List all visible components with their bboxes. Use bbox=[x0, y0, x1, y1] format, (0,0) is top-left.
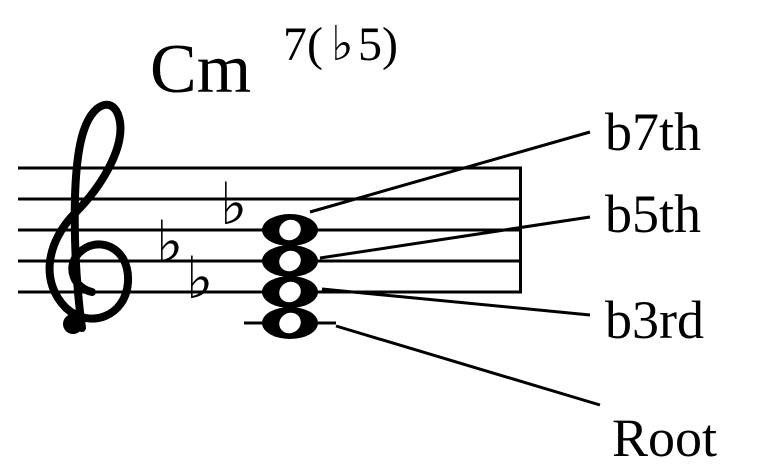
label-b3rd: b3rd bbox=[605, 290, 704, 350]
treble-clef-icon bbox=[45, 100, 133, 334]
chord-notes bbox=[262, 214, 318, 339]
leader-lines bbox=[309, 130, 601, 407]
label-root: Root bbox=[612, 408, 717, 468]
note-b3rd bbox=[262, 276, 318, 308]
note-b7th bbox=[262, 214, 318, 246]
chord-root-text: Cm bbox=[150, 31, 251, 108]
leader-root bbox=[335, 324, 601, 407]
chord-superscript-open: 7( bbox=[283, 18, 323, 71]
chord-superscript-close: 5) bbox=[358, 18, 398, 71]
chord-symbol: Cm 7( ♭ 5) bbox=[150, 18, 398, 108]
interval-labels: b7th b5th b3rd Root bbox=[605, 102, 717, 468]
note-b5th bbox=[262, 245, 318, 277]
key-signature: ♭ ♭ ♭ bbox=[156, 172, 247, 311]
leader-b3rd bbox=[321, 287, 591, 317]
leader-b5th bbox=[319, 215, 591, 260]
note-root bbox=[262, 307, 318, 339]
key-flat-2: ♭ bbox=[156, 210, 183, 275]
label-b7th: b7th bbox=[605, 102, 701, 162]
key-flat-1: ♭ bbox=[220, 172, 247, 237]
key-flat-3: ♭ bbox=[186, 246, 213, 311]
chord-superscript-flat: ♭ bbox=[331, 18, 354, 71]
label-b5th: b5th bbox=[605, 184, 701, 244]
leader-b7th bbox=[309, 130, 591, 214]
